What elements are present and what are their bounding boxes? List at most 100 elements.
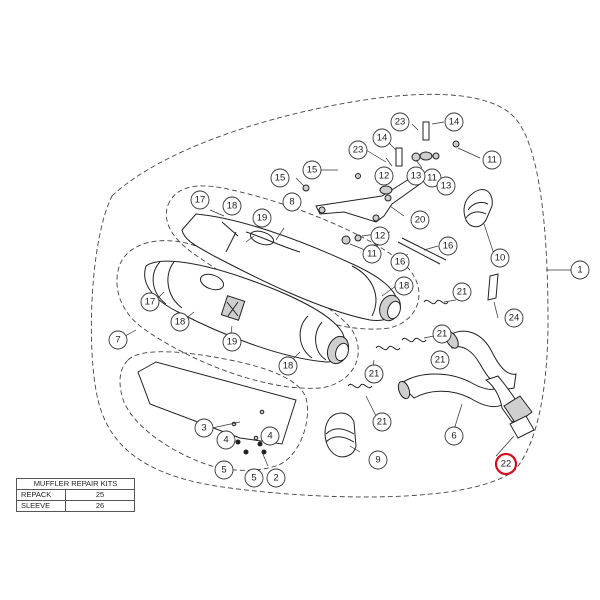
callout-14b: 14 (372, 128, 392, 148)
link-pipe-part (397, 330, 533, 425)
svg-text:4: 4 (223, 435, 228, 446)
svg-text:5: 5 (221, 465, 226, 476)
svg-text:16: 16 (395, 257, 406, 268)
callout-9: 9 (368, 450, 388, 470)
clamp-parts (324, 189, 493, 458)
callout-23b: 23 (348, 140, 368, 160)
callout-11b: 11 (362, 244, 382, 264)
svg-text:22: 22 (501, 459, 512, 470)
muffler-repair-kits-table: MUFFLER REPAIR KITS REPACK 25 SLEEVE 26 (16, 478, 135, 512)
repair-kit-number: 26 (65, 500, 135, 512)
callout-15a: 15 (302, 160, 322, 180)
spring-parts (347, 299, 449, 389)
callout-12a: 12 (370, 226, 390, 246)
svg-text:15: 15 (275, 173, 286, 184)
callout-13b: 13 (436, 176, 456, 196)
callout-10: 10 (490, 248, 510, 268)
svg-text:16: 16 (443, 241, 454, 252)
svg-text:13: 13 (411, 171, 422, 182)
svg-text:5: 5 (251, 473, 256, 484)
svg-text:11: 11 (427, 173, 437, 184)
svg-text:23: 23 (353, 145, 364, 156)
callout-4a: 4 (216, 430, 236, 450)
svg-text:11: 11 (367, 249, 377, 260)
callout-7: 7 (108, 330, 128, 350)
svg-text:14: 14 (449, 117, 460, 128)
svg-text:6: 6 (451, 431, 456, 442)
svg-text:19: 19 (227, 337, 238, 348)
callout-19a: 19 (252, 208, 272, 228)
svg-text:18: 18 (283, 361, 294, 372)
callout-6: 6 (444, 426, 464, 446)
callout-4b: 4 (260, 426, 280, 446)
svg-text:21: 21 (437, 329, 448, 340)
lower-muffler-part (144, 260, 350, 365)
svg-text:1: 1 (577, 265, 582, 276)
callout-17b: 17 (140, 292, 160, 312)
lower-muffler-group-boundary (116, 240, 359, 389)
callout-16b: 16 (390, 252, 410, 272)
svg-text:21: 21 (377, 417, 388, 428)
callout-13a: 13 (406, 166, 426, 186)
svg-text:17: 17 (195, 195, 206, 206)
callout-24: 24 (504, 308, 524, 328)
callout-8: 8 (282, 192, 302, 212)
svg-text:24: 24 (509, 313, 520, 324)
repair-kit-name: SLEEVE (16, 500, 66, 512)
repair-table-title: MUFFLER REPAIR KITS (16, 478, 135, 490)
svg-text:18: 18 (399, 281, 410, 292)
cable-tie-parts (397, 237, 447, 265)
callout-18d: 18 (278, 356, 298, 376)
callout-21e: 21 (372, 412, 392, 432)
callout-5b: 5 (244, 468, 264, 488)
svg-text:10: 10 (495, 253, 506, 264)
heat-shield-group-boundary (119, 351, 308, 471)
callout-12b: 12 (374, 166, 394, 186)
callout-22-highlighted: 22 (494, 452, 518, 476)
upper-muffler-group-boundary (165, 185, 420, 330)
svg-text:21: 21 (369, 369, 380, 380)
callout-20: 20 (410, 210, 430, 230)
svg-text:2: 2 (273, 473, 278, 484)
callout-21c: 21 (430, 350, 450, 370)
heat-shield-plate-part (137, 361, 297, 455)
callout-1: 1 (570, 260, 590, 280)
svg-text:18: 18 (175, 317, 186, 328)
svg-text:3: 3 (201, 423, 206, 434)
svg-text:13: 13 (441, 181, 452, 192)
sleeve-part (509, 415, 535, 439)
callout-11a: 11 (482, 150, 502, 170)
table-row: SLEEVE 26 (16, 500, 135, 512)
svg-text:21: 21 (457, 287, 468, 298)
svg-text:12: 12 (375, 231, 386, 242)
svg-text:9: 9 (375, 455, 380, 466)
svg-text:19: 19 (257, 213, 268, 224)
svg-text:17: 17 (145, 297, 156, 308)
svg-text:14: 14 (377, 133, 388, 144)
callout-17a: 17 (190, 190, 210, 210)
callout-14a: 14 (444, 112, 464, 132)
callout-21b: 21 (432, 324, 452, 344)
callout-15b: 15 (270, 168, 290, 188)
callout-5a: 5 (214, 460, 234, 480)
callout-19b: 19 (222, 332, 242, 352)
svg-text:15: 15 (307, 165, 318, 176)
callout-21a: 21 (452, 282, 472, 302)
svg-text:4: 4 (267, 431, 272, 442)
callout-23a: 23 (390, 112, 410, 132)
svg-text:12: 12 (379, 171, 390, 182)
repair-kit-name: REPACK (16, 489, 66, 501)
svg-text:7: 7 (115, 335, 120, 346)
svg-text:20: 20 (415, 215, 426, 226)
callout-18c: 18 (170, 312, 190, 332)
silicone-tube-part (487, 273, 499, 301)
table-row: REPACK 25 (16, 489, 135, 501)
svg-text:8: 8 (289, 197, 294, 208)
callout-16a: 16 (438, 236, 458, 256)
callout-2: 2 (266, 468, 286, 488)
bracket-part (315, 175, 421, 223)
svg-text:23: 23 (395, 117, 406, 128)
callout-3: 3 (194, 418, 214, 438)
assembly-boundary (90, 93, 549, 498)
